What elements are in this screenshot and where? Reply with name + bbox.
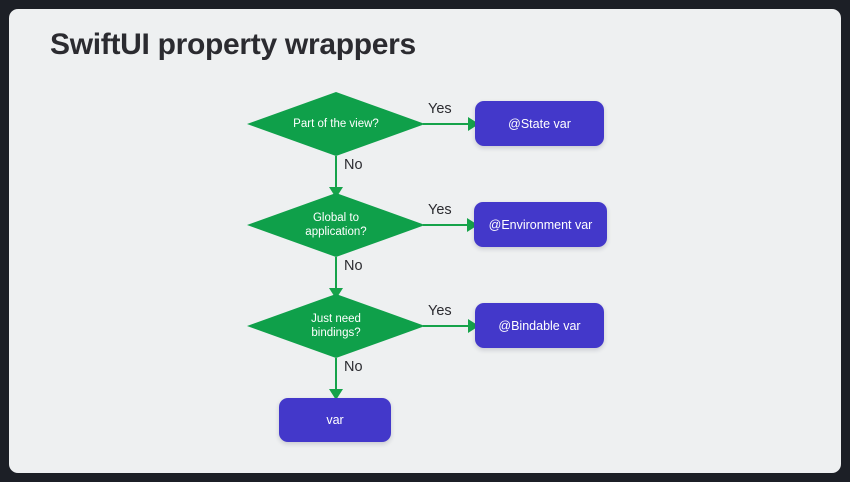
edge-part-of-view-no-arrowhead xyxy=(329,187,343,198)
edge-global-no-arrowhead xyxy=(329,288,343,299)
result-label: @State var xyxy=(508,116,571,131)
edge-bindings-yes-line xyxy=(423,324,476,327)
edge-part-of-view-yes-arrowhead xyxy=(468,117,479,131)
decision-label: Part of the view? xyxy=(293,118,379,130)
edge-part-of-view-no-line xyxy=(334,156,337,194)
edge-bindings-no-line xyxy=(334,358,337,396)
decision-just-need-bindings[interactable]: Just need bindings? xyxy=(247,294,425,358)
edge-label-no-1: No xyxy=(344,157,363,173)
edge-label-no-3: No xyxy=(344,359,363,375)
result-plain-var[interactable]: var xyxy=(279,398,391,442)
decision-part-of-view[interactable]: Part of the view? xyxy=(247,92,425,156)
page-title: SwiftUI property wrappers xyxy=(50,28,416,61)
result-bindable-var[interactable]: @Bindable var xyxy=(475,303,604,348)
decision-label: Global to application? xyxy=(305,212,367,238)
result-environment-var[interactable]: @Environment var xyxy=(474,202,607,247)
edge-global-no-line xyxy=(334,257,337,295)
edge-label-yes-2: Yes xyxy=(428,202,452,218)
edge-label-no-2: No xyxy=(344,258,363,274)
result-state-var[interactable]: @State var xyxy=(475,101,604,146)
result-label: @Bindable var xyxy=(498,318,581,333)
edge-global-yes-line xyxy=(423,223,475,226)
edge-label-yes-1: Yes xyxy=(428,101,452,117)
edge-label-yes-3: Yes xyxy=(428,303,452,319)
result-label: var xyxy=(326,413,344,427)
slide-canvas: SwiftUI property wrappers Part of the vi… xyxy=(9,9,841,473)
edge-global-yes-arrowhead xyxy=(467,218,478,232)
edge-bindings-yes-arrowhead xyxy=(468,319,479,333)
edge-part-of-view-yes-line xyxy=(423,122,476,125)
edge-bindings-no-arrowhead xyxy=(329,389,343,400)
result-label: @Environment var xyxy=(488,217,593,232)
decision-label: Just need bindings? xyxy=(311,313,361,339)
decision-global-to-application[interactable]: Global to application? xyxy=(247,193,425,257)
